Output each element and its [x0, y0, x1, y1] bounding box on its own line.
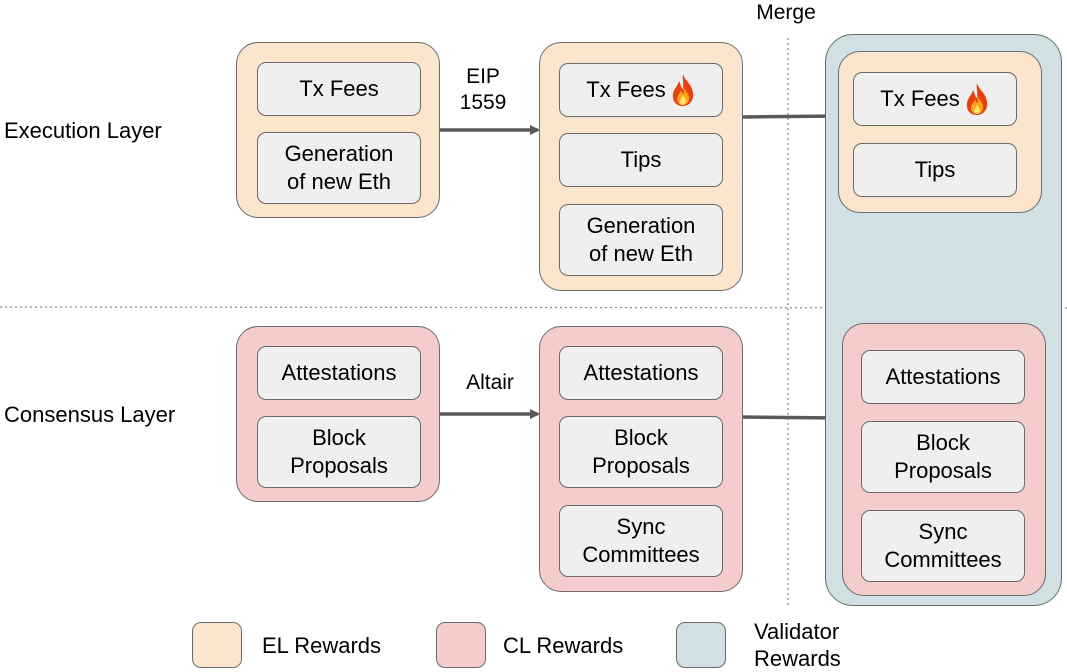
- consensus-layer-label: Consensus Layer: [4, 402, 176, 427]
- validator-rewards-swatch: [676, 622, 726, 668]
- tx-fees-item: Tx Fees: [257, 62, 421, 116]
- tips-item: Tips: [559, 133, 723, 187]
- attestations-item: Attestations: [559, 346, 723, 400]
- merge-execution-arrow: [741, 111, 842, 122]
- merge-label: Merge: [756, 1, 816, 24]
- sync-committees-item: Sync Committees: [861, 510, 1025, 582]
- generation-of-new-eth-item: Generation of new Eth: [257, 132, 421, 204]
- el-rewards-swatch: [192, 622, 242, 668]
- generation-of-new-eth-item: Generation of new Eth: [559, 204, 723, 276]
- fire-icon: [672, 74, 693, 106]
- block-proposals-item: Block Proposals: [257, 416, 421, 488]
- cl-rewards-swatch: [436, 622, 486, 668]
- tx-fees-burned-item: Tx Fees: [559, 63, 723, 117]
- fire-icon: [966, 83, 987, 115]
- validator-rewards-legend-label: Validator Rewards: [754, 619, 841, 671]
- attestations-item: Attestations: [257, 346, 421, 400]
- tx-fees-burned-item: Tx Fees: [853, 72, 1017, 126]
- block-proposals-item: Block Proposals: [861, 421, 1025, 493]
- cl-rewards-altair-group: Attestations Block Proposals Sync Commit…: [539, 326, 743, 592]
- altair-label: Altair: [466, 371, 514, 394]
- attestations-item: Attestations: [861, 350, 1025, 404]
- el-rewards-merge-group: Tx Fees Tips: [838, 51, 1042, 213]
- el-rewards-eip1559-group: Tx Fees Tips Generation of new Eth: [539, 42, 743, 291]
- el-rewards-legend-label: EL Rewards: [262, 633, 382, 658]
- execution-layer-label: Execution Layer: [4, 118, 162, 143]
- block-proposals-item: Block Proposals: [559, 416, 723, 488]
- el-rewards-before-group: Tx Fees Generation of new Eth: [236, 42, 440, 218]
- cl-rewards-merge-group: Attestations Block Proposals Sync Commit…: [842, 323, 1046, 596]
- tips-item: Tips: [853, 143, 1017, 197]
- cl-rewards-before-group: Attestations Block Proposals: [236, 326, 440, 502]
- sync-committees-item: Sync Committees: [559, 505, 723, 577]
- eip1559-label: EIP 1559: [459, 65, 507, 114]
- cl-rewards-legend-label: CL Rewards: [503, 633, 624, 658]
